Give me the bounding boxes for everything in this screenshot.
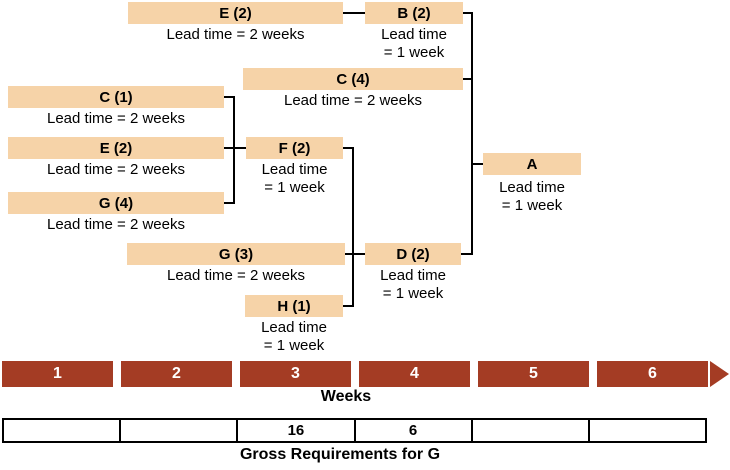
item-bar-c4: C (4)	[243, 68, 463, 90]
connector-f-stub	[343, 147, 353, 149]
lead-time-a: Lead time = 1 week	[483, 179, 581, 215]
item-bar-c1: C (1)	[8, 86, 224, 108]
timeline-arrow-icon	[710, 361, 729, 387]
lead-time-b: Lead time = 1 week	[365, 26, 463, 62]
lead-time-h: Lead time = 1 week	[245, 319, 343, 355]
connector-b-stub	[463, 12, 473, 14]
lead-time-g4: Lead time = 2 weeks	[47, 216, 185, 233]
gross-requirements-caption: Gross Requirements for G	[239, 446, 441, 463]
connector-g3-to-d	[345, 253, 365, 255]
connector-a-stub	[471, 163, 483, 165]
lead-time-b-line2: = 1 week	[383, 44, 445, 61]
item-bar-a: A	[483, 153, 581, 175]
item-bar-f: F (2)	[246, 137, 343, 159]
connector-h-stub	[343, 305, 353, 307]
lead-time-e-mid: Lead time = 2 weeks	[47, 161, 185, 178]
item-bar-g3: G (3)	[127, 243, 345, 265]
item-bar-e-mid: E (2)	[8, 137, 224, 159]
week-segment-1: 1	[2, 361, 113, 387]
weeks-axis-label: Weeks	[320, 388, 372, 405]
lead-time-b-line1: Lead time	[381, 26, 447, 43]
gross-req-cell-week1	[4, 420, 122, 441]
lead-time-e-top: Lead time = 2 weeks	[166, 26, 305, 43]
item-bar-h: H (1)	[245, 295, 343, 317]
lead-time-f: Lead time = 1 week	[246, 161, 343, 197]
week-segment-3: 3	[240, 361, 351, 387]
week-segment-6: 6	[597, 361, 708, 387]
lead-time-f-line1: Lead time	[261, 161, 328, 178]
gross-req-cell-week5	[473, 420, 590, 441]
week-segment-2: 2	[121, 361, 232, 387]
lead-time-a-line1: Lead time	[499, 179, 565, 196]
gross-req-cell-week2	[121, 420, 239, 441]
item-bar-e-top: E (2)	[128, 2, 343, 24]
lead-time-c4: Lead time = 2 weeks	[284, 92, 422, 109]
lead-time-f-line2: = 1 week	[264, 179, 325, 196]
gross-requirements-row: 16 6	[2, 418, 707, 443]
connector-c1-stub	[224, 96, 234, 98]
connector-emid-to-f	[224, 147, 246, 149]
lead-time-h-line1: Lead time	[261, 319, 327, 336]
lead-time-d-line1: Lead time	[380, 267, 446, 284]
item-bar-d: D (2)	[365, 243, 461, 265]
connector-f-vertical	[352, 147, 354, 307]
lead-time-a-line2: = 1 week	[501, 197, 563, 214]
gross-req-cell-week4: 6	[356, 420, 473, 441]
week-segment-4: 4	[359, 361, 470, 387]
connector-etop-to-b	[343, 12, 365, 14]
lead-time-c1: Lead time = 2 weeks	[47, 110, 185, 127]
gross-req-cell-week6	[590, 420, 705, 441]
lead-time-h-line2: = 1 week	[263, 337, 325, 354]
item-bar-g4: G (4)	[8, 192, 224, 214]
connector-d-stub	[461, 253, 473, 255]
week-segment-5: 5	[478, 361, 589, 387]
lead-time-d-line2: = 1 week	[382, 285, 444, 302]
connector-left-bracket	[233, 96, 235, 204]
item-bar-b: B (2)	[365, 2, 463, 24]
gross-req-cell-week3: 16	[238, 420, 356, 441]
connector-g4-stub	[224, 202, 234, 204]
lead-time-d: Lead time = 1 week	[365, 267, 461, 303]
lead-time-g3: Lead time = 2 weeks	[167, 267, 305, 284]
connector-c4-stub	[463, 78, 473, 80]
connector-main-vertical	[471, 12, 473, 255]
